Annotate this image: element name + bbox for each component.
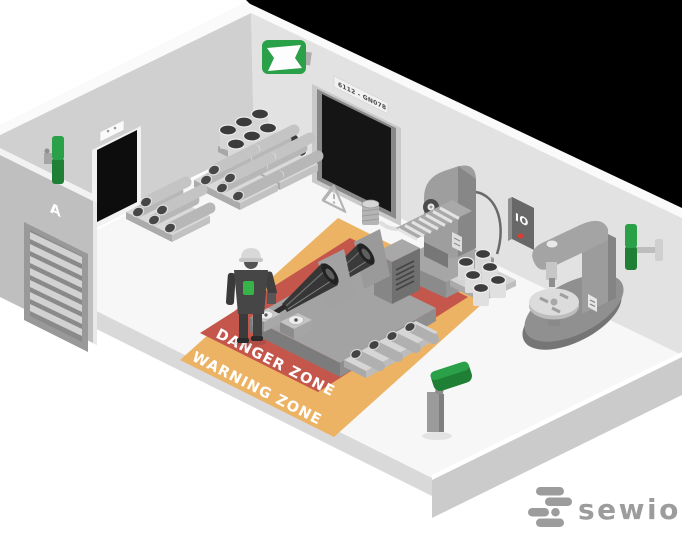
worker-helmet [241,248,261,259]
drill-head-cap [546,240,558,248]
drill-press [522,220,624,350]
anchor-bracket-plate [655,239,663,261]
floor-pole-anchor [422,361,472,440]
worker-shoe [251,336,263,341]
io-module-face [512,197,534,250]
overhead-door: 6112 - GN078 [312,75,401,226]
worker-helmet-brim [239,258,263,262]
grinding-machine [250,229,439,378]
worker-arm [225,272,236,305]
drill-label-plate [588,294,597,312]
roller-door-slat [30,268,82,300]
dock-wall-anchor [44,136,64,184]
overhead-door-plate [333,75,389,115]
roller-door-slat [30,232,82,264]
motor-unit [280,313,312,339]
pole-front [427,392,439,432]
milling-machine [396,165,516,306]
drill-head [532,220,608,270]
table-support [424,242,448,268]
drill-chuck [549,278,555,287]
machine-base-left [250,318,340,377]
right-wall-anchor [625,224,663,270]
control-plate [452,232,462,252]
doorway-opening [97,130,137,222]
io-indicator-light [517,233,524,239]
anchor-bracket-knob [44,148,50,154]
roller-door-slat [30,292,82,324]
doorway-sign-dot [113,126,117,130]
worker-leg [253,309,262,338]
worker-shoe [237,338,249,343]
roller-door-slat [30,256,82,288]
pipe-storage [126,108,324,242]
pole-shadow [422,432,452,440]
roller-door-slat [30,244,82,276]
anchor-head-top [430,361,469,381]
worker-rtls-tag [243,281,254,295]
front-drum [267,249,354,319]
sewio-wordmark: sewio [578,493,681,526]
drill-column [582,234,608,314]
pole-side [439,394,444,432]
warning-triangle-icon [321,184,347,213]
anchor-body-upper [625,224,637,248]
pipe-pallet [126,176,216,242]
sewio-logo-icon [528,487,572,527]
waste-bin [361,199,409,231]
right-wall-top-edge [246,2,682,218]
parts-pallet [344,321,439,378]
milling-machine-cable [475,190,502,255]
anchor-bracket-arm [637,247,657,253]
dock-wall-top-edge [0,148,97,203]
ceiling-corner-anchor [262,40,312,74]
floor-front-right-face [432,357,682,518]
floor-front-right-top-edge [432,352,682,480]
doorway-sign [99,119,125,143]
roller-door-slat [30,280,82,312]
dock-door-letter: A [50,200,61,222]
worker-leg [239,311,248,340]
overhead-door-opening [322,94,391,212]
doorway-sign-dot [106,129,110,133]
anchor-body-lower [52,158,64,184]
sewio-logo: sewio [528,487,681,527]
anchor-bracket [44,153,52,164]
left-wall-doorway [92,119,141,230]
drill-quill [546,262,557,280]
dock-wall-cut-edge [93,201,97,345]
warning-triangle-sign [321,184,347,213]
worker [225,248,277,347]
anchor-body-upper [52,136,64,160]
anchor-head [430,361,472,391]
anchor-body-lower [625,246,637,270]
control-pendant [267,293,276,304]
io-module: IO [508,197,534,250]
roller-door-slat [30,304,82,336]
anchor-face [267,45,302,71]
machined-parts-cluster [450,248,516,306]
drum-cone [282,263,338,312]
warning-triangle-dot [332,201,336,204]
floor-front-left-edge [18,272,432,496]
dock-wall: A [0,136,97,352]
io-module-side [508,197,512,241]
left-wall-top-edge [0,2,251,135]
drill-column-side [608,234,616,302]
